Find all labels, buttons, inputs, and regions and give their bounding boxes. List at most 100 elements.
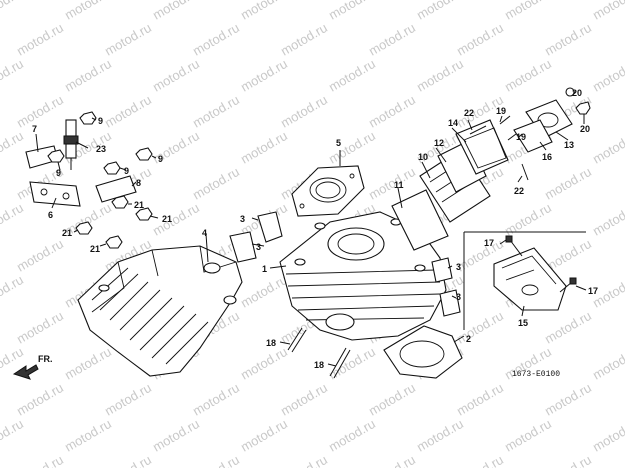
callout-number: 11 [394, 180, 404, 190]
watermark-text: motod.ru [14, 380, 66, 419]
stud-part [287, 327, 351, 379]
bracket-part [29, 181, 81, 207]
watermark-text: motod.ru [542, 452, 594, 468]
clip-3-part [229, 211, 461, 317]
watermark-text: motod.ru [0, 416, 26, 455]
watermark-text: motod.ru [326, 128, 378, 167]
callout-number: 14 [448, 118, 458, 128]
callout-number: 16 [542, 152, 552, 162]
callout-number: 21 [90, 244, 100, 254]
watermark-text: motod.ru [590, 200, 625, 239]
watermark-text: motod.ru [14, 20, 66, 59]
reed-valve-assembly [391, 119, 509, 251]
watermark-text: motod.ru [542, 20, 594, 59]
callout-number: 21 [134, 200, 144, 210]
cylinder-part [279, 211, 447, 341]
bolt-part [469, 87, 591, 293]
watermark-text: motod.ru [278, 92, 330, 131]
watermark-text: motod.ru [590, 416, 625, 455]
head-gasket-part [291, 165, 365, 217]
callout-number: 18 [314, 360, 324, 370]
watermark-text: motod.ru [590, 128, 625, 167]
watermark-text: motod.ru [414, 0, 466, 23]
callout-number: 20 [580, 124, 590, 134]
watermark-text: motod.ru [278, 20, 330, 59]
intake-manifold-part [513, 99, 573, 153]
watermark-text: motod.ru [102, 92, 154, 131]
watermark-text: motod.ru [414, 416, 466, 455]
watermark-text: motod.ru [502, 0, 554, 23]
callout-number: 22 [464, 108, 474, 118]
watermark-text: motod.ru [414, 56, 466, 95]
callout-number: 3 [456, 292, 461, 302]
watermark-text: motod.ru [102, 20, 154, 59]
watermark-text: motod.ru [542, 380, 594, 419]
watermark-text: motod.ru [14, 236, 66, 275]
watermark-text: motod.ru [502, 200, 554, 239]
callout-number: 1 [262, 264, 267, 274]
front-label: FR. [38, 354, 53, 364]
watermark-text: motod.ru [326, 344, 378, 383]
watermark-text: motod.ru [542, 164, 594, 203]
callout-number: 17 [588, 286, 598, 296]
watermark-text: motod.ru [190, 164, 242, 203]
watermark-text: motod.ru [454, 20, 506, 59]
watermark-text: motod.ru [454, 380, 506, 419]
watermark-text: motod.ru [326, 56, 378, 95]
watermark-text: motod.ru [150, 56, 202, 95]
watermark-text: motod.ru [542, 308, 594, 347]
watermark-text: motod.ru [62, 344, 114, 383]
callout-number: 20 [572, 88, 582, 98]
watermark-text: motod.ru [238, 128, 290, 167]
bracket-8-part [95, 175, 137, 203]
callout-number: 9 [56, 168, 61, 178]
watermark-text: motod.ru [238, 272, 290, 311]
callout-number: 13 [564, 140, 574, 150]
watermark-text: motod.ru [590, 56, 625, 95]
watermark-text: motod.ru [0, 128, 26, 167]
watermark-text: motod.ru [366, 20, 418, 59]
watermark-text: motod.ru [0, 272, 26, 311]
watermark-text: motod.ru [14, 308, 66, 347]
watermark-text: motod.ru [326, 416, 378, 455]
watermark-text: motod.ru [62, 416, 114, 455]
watermark-text: motod.ru [0, 56, 26, 95]
watermark-text: motod.ru [238, 56, 290, 95]
watermark-text: motod.ru [190, 20, 242, 59]
callout-number: 9 [98, 116, 103, 126]
callout-number: 19 [496, 106, 506, 116]
watermark-text: motod.ru [590, 344, 625, 383]
spark-plug-part [63, 119, 79, 170]
callout-number: 10 [418, 152, 428, 162]
watermark-text: motod.ru [326, 0, 378, 23]
watermark-text: motod.ru [190, 380, 242, 419]
callout-number: 23 [96, 144, 106, 154]
cylinder-head-part [77, 245, 243, 377]
callout-number: 15 [518, 318, 528, 328]
callout-number: 21 [62, 228, 72, 238]
watermark-text: motod.ru [62, 0, 114, 23]
watermark-text: motod.ru [590, 0, 625, 23]
watermark-text: motod.ru [366, 164, 418, 203]
base-gasket-part [383, 325, 463, 379]
watermark-text: motod.ru [238, 416, 290, 455]
watermark-text: motod.ru [102, 380, 154, 419]
watermark-text: motod.ru [238, 344, 290, 383]
callout-number: 21 [162, 214, 172, 224]
nut-21-part [75, 195, 153, 249]
callout-number: 5 [336, 138, 341, 148]
watermark-text: motod.ru [238, 0, 290, 23]
callout-number: 17 [484, 238, 494, 248]
watermark-text: motod.ru [190, 452, 242, 468]
watermark-text: motod.ru [502, 416, 554, 455]
callout-number: 9 [158, 154, 163, 164]
callout-number: 3 [256, 242, 261, 252]
watermark-text: motod.ru [150, 200, 202, 239]
watermark-text: motod.ru [62, 56, 114, 95]
callout-number: 2 [466, 334, 471, 344]
callout-number: 7 [32, 124, 37, 134]
leader-lines [35, 91, 587, 367]
watermark-text: motod.ru [102, 452, 154, 468]
